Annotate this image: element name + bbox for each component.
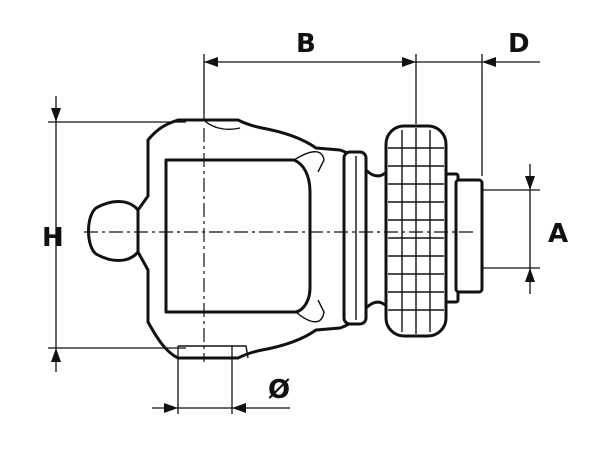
dimension-h: H	[42, 96, 186, 372]
fork-tip-top	[293, 151, 325, 173]
label-h: H	[42, 223, 64, 253]
dimension-d: D	[416, 29, 540, 176]
yoke-part	[87, 118, 484, 360]
ear-top	[203, 119, 241, 130]
center-lines	[84, 128, 476, 362]
dimension-a: A	[482, 164, 568, 294]
yoke-pin	[87, 200, 152, 262]
label-a: A	[548, 219, 568, 249]
label-b: B	[296, 29, 316, 59]
shaft-end	[454, 178, 484, 294]
dimension-phi: Ø	[152, 346, 290, 414]
yoke-hub	[342, 150, 368, 326]
fork-tip-bottom	[295, 299, 325, 323]
ear-bottom	[178, 345, 249, 359]
knurled-ring	[384, 124, 448, 338]
label-phi: Ø	[268, 375, 290, 405]
yoke-fork-opening	[164, 158, 312, 314]
label-d: D	[508, 29, 530, 59]
dimension-b: B	[203, 29, 417, 124]
